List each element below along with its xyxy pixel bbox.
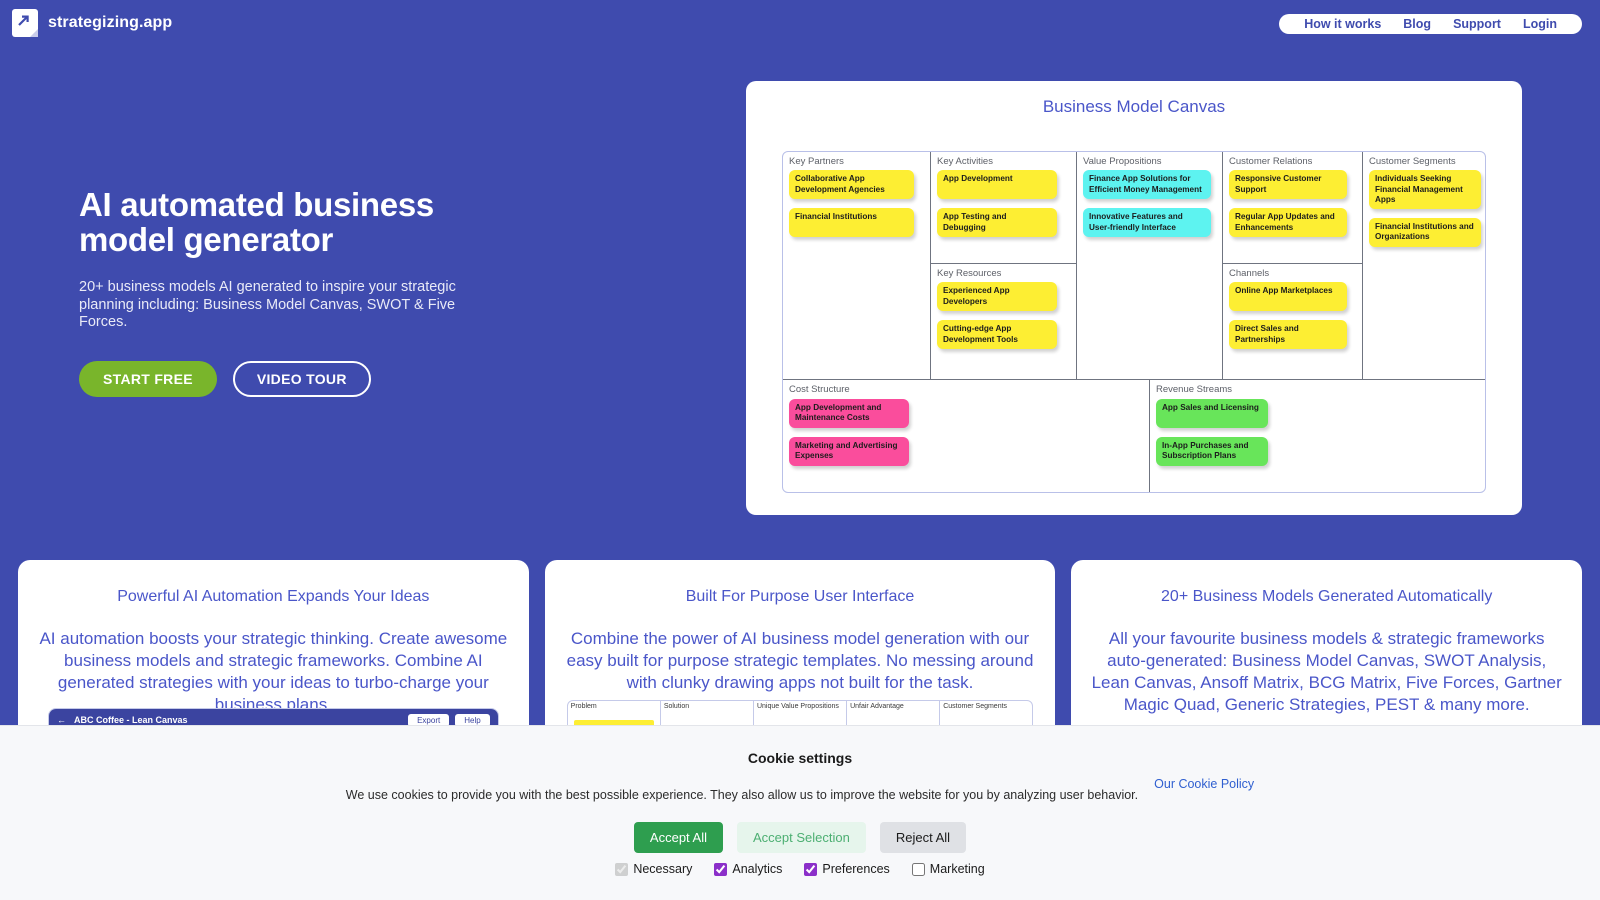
checkbox-label: Preferences: [822, 862, 890, 876]
start-free-button[interactable]: START FREE: [79, 361, 217, 398]
cookie-buttons: Accept All Accept Selection Reject All: [633, 822, 967, 853]
sticky-note[interactable]: In-App Purchases and Subscription Plans: [1156, 436, 1268, 466]
sticky-note[interactable]: App Development and Maintenance Costs: [789, 398, 909, 428]
cell-label: Value Propositions: [1083, 156, 1162, 167]
hero-title-line-1: AI automated business: [79, 186, 434, 223]
cookie-checkbox-preferences[interactable]: Preferences: [804, 862, 890, 876]
preview-header-row: Problem Solution Unique Value Propositio…: [568, 701, 1033, 715]
nav-item-support[interactable]: Support: [1453, 17, 1501, 31]
cookie-checkbox-group: Necessary Analytics Preferences Marketin…: [615, 862, 985, 876]
card-title: 20+ Business Models Generated Automatica…: [1161, 588, 1493, 605]
export-button[interactable]: Export: [408, 713, 450, 727]
sticky-note[interactable]: App Sales and Licensing: [1156, 398, 1268, 428]
preview-column-header: Unique Value Propositions: [754, 701, 848, 715]
preview-doc-title: ABC Coffee - Lean Canvas: [74, 715, 188, 725]
card-title: Powerful AI Automation Expands Your Idea…: [117, 588, 430, 605]
cell-label: Key Partners: [789, 156, 844, 167]
preview-column-header: Customer Segments: [943, 703, 1008, 710]
canvas-cell-channels[interactable]: Channels Online App Marketplaces Direct …: [1223, 264, 1362, 379]
cell-label: Key Activities: [937, 156, 993, 167]
brand-logo[interactable]: strategizing.app: [12, 9, 172, 37]
sticky-note[interactable]: Direct Sales and Partnerships: [1229, 320, 1347, 350]
nav-item-login[interactable]: Login: [1522, 17, 1557, 31]
hero-title-line-2: model generator: [79, 220, 334, 258]
accept-selection-button[interactable]: Accept Selection: [737, 822, 866, 853]
cell-label: Customer Relations: [1229, 156, 1313, 167]
canvas-column-relations-channels: Customer Relations Responsive Customer S…: [1223, 152, 1363, 380]
canvas-cell-revenue-streams[interactable]: Revenue Streams App Sales and Licensing …: [1150, 380, 1485, 492]
sticky-note[interactable]: Regular App Updates and Enhancements: [1229, 208, 1347, 238]
checkbox-label: Analytics: [732, 862, 783, 876]
hero-section: AI automated business model generator 20…: [79, 186, 509, 398]
sticky-note[interactable]: Individuals Seeking Financial Management…: [1369, 170, 1481, 210]
cookie-checkbox-marketing[interactable]: Marketing: [911, 862, 985, 876]
accept-all-button[interactable]: Accept All: [633, 822, 724, 853]
sticky-note[interactable]: Online App Marketplaces: [1229, 282, 1347, 312]
preferences-checkbox[interactable]: [804, 862, 818, 876]
cell-label: Channels: [1229, 268, 1270, 279]
canvas-cell-key-partners[interactable]: Key Partners Collaborative App Developme…: [783, 152, 931, 380]
video-tour-button[interactable]: VIDEO TOUR: [232, 361, 371, 398]
canvas-grid: Key Partners Collaborative App Developme…: [782, 151, 1486, 493]
back-arrow-icon[interactable]: ←: [57, 715, 66, 725]
cookie-settings-banner: Cookie settings We use cookies to provid…: [0, 725, 1600, 900]
card-body: All your favourite business models & str…: [1091, 629, 1562, 715]
canvas-cell-customer-relations[interactable]: Customer Relations Responsive Customer S…: [1223, 152, 1362, 264]
sticky-note[interactable]: App Testing and Debugging: [937, 208, 1057, 238]
cell-label: Cost Structure: [789, 384, 850, 396]
sticky-note[interactable]: Financial Institutions and Organizations: [1369, 218, 1481, 248]
preview-column-header: Problem: [568, 701, 661, 715]
canvas-title: Business Model Canvas: [1042, 97, 1226, 116]
cell-label: Revenue Streams: [1156, 384, 1233, 396]
canvas-cell-key-activities[interactable]: Key Activities App Development App Testi…: [931, 152, 1076, 264]
canvas-column-activities-resources: Key Activities App Development App Testi…: [931, 152, 1077, 380]
checkbox-label: Marketing: [929, 862, 985, 876]
cookie-title: Cookie settings: [747, 750, 853, 766]
canvas-cell-cost-structure[interactable]: Cost Structure App Development and Maint…: [783, 380, 1150, 492]
sticky-note[interactable]: Cutting-edge App Development Tools: [937, 320, 1057, 350]
help-button[interactable]: Help: [455, 713, 490, 727]
page-title: AI automated business model generator: [79, 186, 509, 258]
business-model-canvas-panel: Business Model Canvas Key Partners Colla…: [746, 81, 1522, 515]
sticky-note[interactable]: Collaborative App Development Agencies: [789, 170, 914, 200]
nav-item-how-it-works[interactable]: How it works: [1304, 17, 1382, 31]
nav-item-blog[interactable]: Blog: [1403, 17, 1432, 31]
cookie-checkbox-analytics[interactable]: Analytics: [714, 862, 782, 876]
sticky-note[interactable]: Marketing and Advertising Expenses: [789, 436, 909, 466]
checkbox-label: Necessary: [633, 862, 693, 876]
document-arrow-icon: [12, 9, 38, 37]
canvas-cell-customer-segments[interactable]: Customer Segments Individuals Seeking Fi…: [1363, 152, 1483, 379]
reject-all-button[interactable]: Reject All: [879, 822, 967, 853]
preview-column-header: Solution: [661, 701, 754, 715]
preview-column-header: Unfair Advantage: [847, 701, 941, 715]
site-header: strategizing.app How it works Blog Suppo…: [0, 0, 1600, 46]
sticky-note[interactable]: Financial Institutions: [789, 208, 914, 238]
necessary-checkbox: [615, 862, 629, 876]
card-title: Built For Purpose User Interface: [685, 588, 915, 605]
hero-subtitle: 20+ business models AI generated to insp…: [79, 279, 456, 331]
marketing-checkbox[interactable]: [911, 862, 925, 876]
cookie-description: We use cookies to provide you with the b…: [345, 788, 1139, 802]
canvas-cell-value-propositions[interactable]: Value Propositions Finance App Solutions…: [1077, 152, 1223, 380]
main-nav: How it works Blog Support Login: [1279, 14, 1582, 34]
cell-label: Customer Segments: [1369, 156, 1456, 167]
sticky-note[interactable]: App Development: [937, 170, 1057, 200]
hero-buttons: START FREE VIDEO TOUR: [79, 361, 509, 398]
canvas-cell-key-resources[interactable]: Key Resources Experienced App Developers…: [931, 264, 1076, 379]
sticky-note[interactable]: Responsive Customer Support: [1229, 170, 1347, 200]
sticky-note[interactable]: Experienced App Developers: [937, 282, 1057, 312]
sticky-note[interactable]: Innovative Features and User-friendly In…: [1083, 208, 1211, 238]
cell-label: Key Resources: [937, 268, 1002, 279]
analytics-checkbox[interactable]: [714, 862, 728, 876]
card-body: Combine the power of AI business model g…: [566, 629, 1034, 693]
cookie-policy-link[interactable]: Our Cookie Policy: [1154, 777, 1255, 791]
cookie-checkbox-necessary[interactable]: Necessary: [615, 862, 692, 876]
card-body: AI automation boosts your strategic thin…: [39, 629, 508, 715]
brand-name: strategizing.app: [48, 14, 173, 31]
sticky-note[interactable]: Finance App Solutions for Efficient Mone…: [1083, 170, 1211, 200]
